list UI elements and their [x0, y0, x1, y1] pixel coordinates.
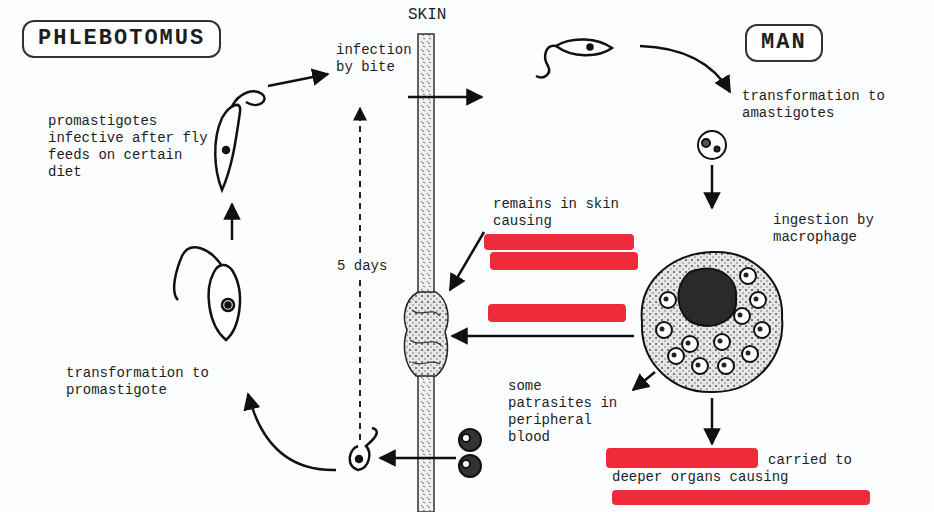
macrophage: [642, 252, 783, 392]
ingested-amastigote: [459, 455, 481, 477]
step-label: infection by bite: [336, 42, 414, 76]
cycle-arrow: [268, 74, 328, 86]
injected-promastigote: [556, 39, 612, 55]
macrophage: [750, 292, 766, 308]
infective-promastigote: [223, 147, 229, 153]
cycle-arrow: [231, 204, 234, 240]
duration-label: 5 days: [334, 256, 390, 277]
cycle-arrow: [711, 165, 714, 208]
box-title: MAN: [761, 30, 807, 55]
injected-promastigote: [536, 46, 556, 77]
macrophage: [754, 322, 770, 338]
cycle-arrow: [633, 372, 655, 390]
macrophage: [758, 327, 763, 332]
macrophage: [686, 341, 691, 346]
cycle-arrow: [640, 46, 730, 92]
step-label: some patrasites in peripheral blood: [508, 378, 628, 446]
step-label: transformation to promastigote: [66, 365, 226, 399]
promastigote: [174, 247, 222, 300]
ingested-amastigote: [459, 429, 481, 451]
macrophage: [642, 252, 783, 392]
host-box: MAN: [745, 24, 823, 62]
promastigote: [222, 299, 234, 311]
amastigote: [698, 131, 726, 159]
macrophage: [696, 363, 701, 368]
cycle-arrow: [248, 394, 336, 470]
macrophage: [746, 351, 751, 356]
promastigote: [226, 303, 231, 308]
transforming-amastigote: [350, 428, 377, 470]
skin-layer: [404, 34, 448, 512]
macrophage: [664, 297, 669, 302]
macrophage: [754, 297, 759, 302]
ingested-amastigote: [459, 429, 481, 477]
macrophage: [668, 348, 684, 364]
macrophage: [660, 327, 665, 332]
macrophage: [740, 268, 756, 284]
injected-promastigote: [588, 45, 593, 50]
infective-promastigote: [215, 91, 264, 190]
box-title: PHLEBOTOMUS: [38, 26, 205, 51]
step-label: remains in skin causing: [493, 196, 633, 230]
redaction-bar: [606, 448, 758, 468]
step-label: promastigotes infective after fly feeds …: [48, 113, 213, 181]
redaction-bar: [490, 252, 638, 270]
macrophage: [679, 269, 737, 326]
redaction-bar: [488, 304, 626, 322]
vector-box: PHLEBOTOMUS: [22, 20, 221, 58]
promastigote: [174, 247, 240, 340]
macrophage: [744, 273, 749, 278]
cycle-arrow: [408, 96, 482, 99]
cycle-arrow: [711, 398, 714, 444]
cycle-arrow: [452, 335, 634, 338]
macrophage: [672, 353, 677, 358]
amastigote: [715, 147, 720, 152]
skin-layer: [418, 34, 434, 512]
macrophage: [734, 308, 750, 324]
redaction-bar: [612, 490, 870, 505]
macrophage: [738, 313, 743, 318]
skin-layer: [404, 292, 448, 376]
amastigote: [702, 139, 710, 147]
cycle-arrow: [380, 457, 456, 460]
infective-promastigote: [215, 105, 240, 190]
transforming-amastigote: [350, 428, 377, 470]
amastigote: [698, 131, 726, 159]
macrophage: [718, 358, 734, 374]
infective-promastigote: [232, 91, 265, 106]
step-label: transformation to amastigotes: [742, 88, 892, 122]
redaction-bar: [484, 234, 634, 250]
step-label: carried to deeper organs causing: [612, 452, 874, 486]
promastigote: [209, 265, 240, 340]
injected-promastigote: [536, 39, 612, 77]
step-label: ingestion by macrophage: [773, 212, 903, 246]
ingested-amastigote: [462, 434, 470, 442]
macrophage: [714, 334, 730, 350]
cycle-arrow: [450, 232, 484, 290]
region-label: SKIN: [408, 7, 446, 24]
macrophage: [660, 292, 676, 308]
cycle-arrow: [232, 46, 730, 470]
ingested-amastigote: [462, 460, 470, 468]
transforming-amastigote: [356, 456, 362, 462]
macrophage: [656, 322, 672, 338]
macrophage: [718, 339, 723, 344]
macrophage: [692, 358, 708, 374]
skin-layer: [410, 310, 442, 364]
macrophage: [742, 346, 758, 362]
macrophage: [682, 336, 698, 352]
macrophage: [722, 363, 727, 368]
